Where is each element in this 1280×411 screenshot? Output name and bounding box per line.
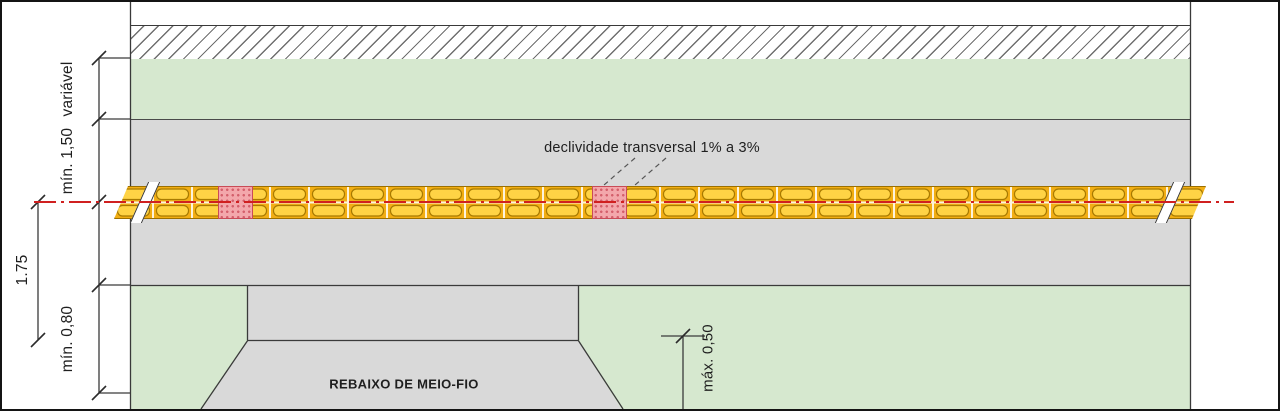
access-strip-green-right [578,285,1190,409]
curb-ramp-title: REBAIXO DE MEIO-FIO [329,376,479,392]
dim-label-clear-lane: mín. 1,50 [59,127,76,195]
cross-slope-note: declividade transversal 1% a 3% [544,140,760,156]
dim-label-access-strip: mín. 0,80 [59,305,76,373]
service-strip-green [130,59,1190,120]
axis-centerline [34,201,1234,203]
boundary-hatch-strip [130,25,1190,60]
dim-label-overall: 1.75 [14,254,31,286]
dim-label-service-strip: variável [59,61,76,117]
dim-label-ramp-drop: máx. 0,50 [699,324,717,392]
